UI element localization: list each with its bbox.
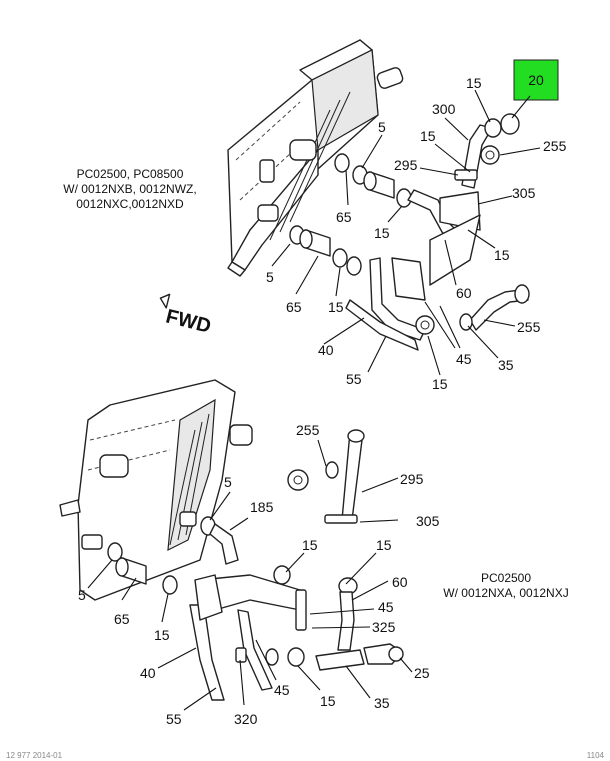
callout: 15 <box>466 75 482 91</box>
upper-view: 20 15 300 15 255 5 295 305 65 15 15 5 65… <box>63 39 567 392</box>
footer: 12 977 2014-01 1104 <box>6 751 605 760</box>
callout: 40 <box>318 342 334 358</box>
callout: 255 <box>517 319 541 335</box>
lower-applicability-note: PC02500 W/ 0012NXA, 0012NXJ <box>443 571 568 600</box>
callout: 320 <box>234 711 258 727</box>
callout: 15 <box>302 537 318 553</box>
note-line: W/ 0012NXB, 0012NWZ, <box>63 182 196 196</box>
callout: 5 <box>224 474 232 490</box>
callout: 15 <box>376 537 392 553</box>
note-line: W/ 0012NXA, 0012NXJ <box>443 586 568 600</box>
callout: 60 <box>456 285 472 301</box>
callout: 5 <box>378 119 386 135</box>
callout: 65 <box>286 299 302 315</box>
callout: 255 <box>543 138 567 154</box>
lower-callouts: 255 295 5 185 305 15 15 60 5 65 15 45 32… <box>78 422 440 727</box>
callout: 5 <box>266 269 274 285</box>
footer-left: 12 977 2014-01 <box>6 751 63 760</box>
callout: 255 <box>296 422 320 438</box>
callout: 300 <box>432 101 456 117</box>
callout: 15 <box>494 247 510 263</box>
note-line: 0012NXC,0012NXD <box>76 197 184 211</box>
callout: 15 <box>154 627 170 643</box>
fwd-label: FWD <box>164 305 214 337</box>
upper-applicability-note: PC02500, PC08500 W/ 0012NXB, 0012NWZ, 00… <box>63 167 196 211</box>
lower-leaders <box>87 439 413 711</box>
note-line: PC02500 <box>481 571 531 585</box>
callout: 15 <box>420 128 436 144</box>
forward-direction-indicator: FWD <box>159 293 214 338</box>
callout: 55 <box>346 371 362 387</box>
highlight-callout: 20 <box>511 59 559 119</box>
highlight-label: 20 <box>528 72 544 88</box>
callout: 25 <box>414 665 430 681</box>
callout: 15 <box>432 376 448 392</box>
callout: 325 <box>372 619 396 635</box>
callout: 5 <box>78 587 86 603</box>
note-line: PC02500, PC08500 <box>77 167 184 181</box>
upper-hoses <box>289 113 530 351</box>
callout: 15 <box>374 225 390 241</box>
callout: 185 <box>250 499 274 515</box>
callout: 295 <box>394 157 418 173</box>
callout: 295 <box>400 471 424 487</box>
callout: 65 <box>114 611 130 627</box>
callout: 40 <box>140 665 156 681</box>
callout: 15 <box>320 693 336 709</box>
forward-arrow-icon <box>159 293 171 309</box>
footer-right: 1104 <box>587 751 605 760</box>
callout: 15 <box>328 299 344 315</box>
callout: 305 <box>416 513 440 529</box>
callout: 45 <box>274 682 290 698</box>
callout: 35 <box>498 357 514 373</box>
callout: 305 <box>512 185 536 201</box>
callout: 60 <box>392 574 408 590</box>
callout: 35 <box>374 695 390 711</box>
highlight-box <box>513 59 559 101</box>
callout: 55 <box>166 711 182 727</box>
lower-radiator-assembly <box>59 379 253 601</box>
lower-hoses <box>107 429 404 701</box>
callout: 65 <box>336 209 352 225</box>
upper-leaders <box>271 89 541 376</box>
lower-view: 255 295 5 185 305 15 15 60 5 65 15 45 32… <box>59 379 569 727</box>
upper-radiator-assembly <box>227 39 404 277</box>
callout: 45 <box>456 351 472 367</box>
upper-callouts: 15 300 15 255 5 295 305 65 15 15 5 65 15… <box>266 75 567 392</box>
callout: 45 <box>378 599 394 615</box>
